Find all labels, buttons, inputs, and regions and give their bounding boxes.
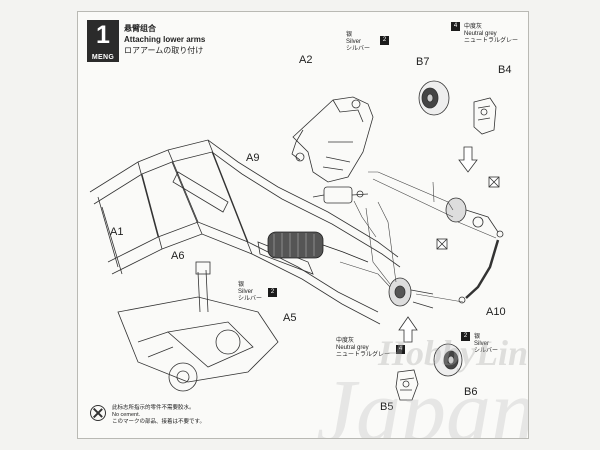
part-a2-arm (291, 96, 374, 183)
paint-en: Silver (474, 341, 490, 347)
arrow-up-icon (398, 316, 418, 343)
paint-swatch-grey-top: 4 (451, 22, 460, 31)
note-en: No cement. (112, 412, 141, 418)
chassis-frame (89, 139, 401, 325)
paint-cn: 中度灰 (336, 338, 355, 344)
paint-cn: 银 (238, 282, 245, 288)
paint-grey-bottom: 中度灰 Neutral grey ニュートラルグレー (336, 338, 390, 359)
axle-assembly (117, 261, 279, 392)
paint-code: 2 (380, 36, 389, 45)
label-b6: B6 (464, 386, 478, 398)
paint-cn: 银 (346, 32, 353, 38)
left-hub (388, 277, 434, 309)
paint-silver-left: 银 Silver シルバー (238, 282, 262, 303)
paint-cn: 银 (474, 334, 481, 340)
paint-grey-top: 中度灰 Neutral grey ニュートラルグレー (464, 24, 518, 45)
instruction-sheet: 1 MENG 悬臂组合 Attaching lower arms ロアアームの取… (77, 11, 529, 439)
paint-swatch-silver-top: 2 (380, 36, 389, 45)
brand-logo: MENG (91, 54, 115, 61)
paint-silver-right: 银 Silver シルバー (474, 334, 498, 355)
paint-en: Neutral grey (336, 345, 369, 351)
title-jp: ロアアームの取り付け (124, 46, 204, 55)
paint-code: 2 (461, 332, 470, 341)
no-cement-icon (90, 405, 106, 421)
paint-jp: ニュートラルグレー (336, 352, 391, 358)
label-b5: B5 (380, 401, 394, 413)
paint-jp: シルバー (346, 46, 371, 52)
label-a10: A10 (486, 306, 506, 318)
paint-code: 4 (396, 345, 405, 354)
label-a5: A5 (283, 312, 297, 324)
part-b6-disc (433, 343, 463, 377)
part-b7-disc (418, 80, 450, 116)
label-a2: A2 (299, 54, 313, 66)
paint-jp: シルバー (474, 348, 499, 354)
label-b7: B7 (416, 56, 430, 68)
paint-en: Neutral grey (464, 31, 497, 37)
part-b4-bracket (473, 97, 497, 135)
label-a6: A6 (171, 250, 185, 262)
paint-jp: ニュートラルグレー (464, 38, 519, 44)
assembly-drawing (89, 80, 504, 401)
paint-en: Silver (238, 289, 254, 295)
part-a9 (312, 186, 369, 204)
paint-en: Silver (346, 39, 362, 45)
no-cement-mark (436, 176, 500, 250)
note-jp: このマークの部品、接着は不要です。 (112, 419, 205, 425)
paint-silver-top: 银 Silver シルバー (346, 32, 370, 53)
arrow-down-icon (458, 146, 478, 173)
paint-jp: シルバー (238, 296, 263, 302)
muffler (267, 231, 369, 263)
paint-code: 4 (451, 22, 460, 31)
label-a1: A1 (110, 226, 124, 238)
step-number: 1 (96, 21, 110, 49)
note-cn: 此标志所指示的零件不需要胶水。 (112, 405, 195, 411)
part-b5-bracket (395, 369, 419, 401)
step-badge: 1 MENG (87, 20, 119, 62)
step-title: 悬臂组合 Attaching lower arms ロアアームの取り付け (124, 23, 205, 56)
label-b4: B4 (498, 64, 512, 76)
part-a10-rod (458, 230, 504, 304)
paint-swatch-silver-left: 2 (268, 288, 277, 297)
guide-lines (339, 171, 497, 303)
label-a9: A9 (246, 152, 260, 164)
paint-swatch-grey-bottom: 4 (396, 345, 405, 354)
paint-swatch-silver-right: 2 (461, 332, 470, 341)
title-cn: 悬臂组合 (124, 24, 156, 33)
title-en: Attaching lower arms (124, 35, 206, 44)
paint-cn: 中度灰 (464, 24, 483, 30)
right-hub (445, 197, 499, 233)
paint-code: 2 (268, 288, 277, 297)
